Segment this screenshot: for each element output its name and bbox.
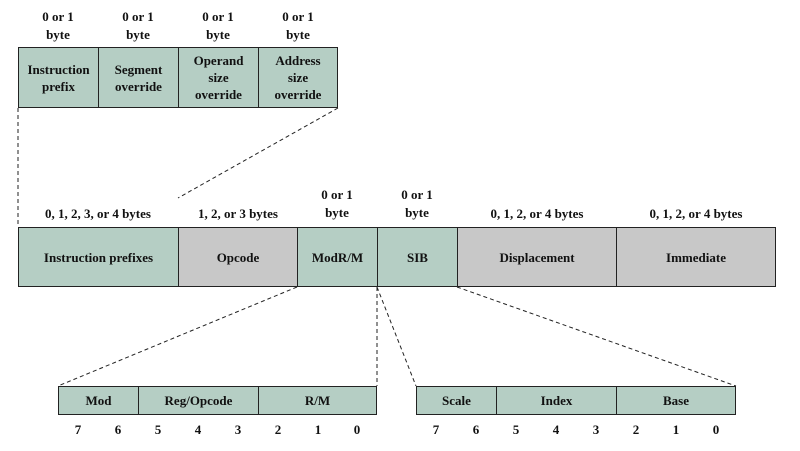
modrm-bit-4: 4 [194,422,202,437]
rm-field-box: R/M [258,386,377,415]
modrm-bit-2: 2 [274,422,282,437]
modrm-bit-3: 3 [234,422,242,437]
displacement-size-label: 0, 1, 2, or 4 bytes [490,206,584,221]
sib-bit-7: 7 [432,422,440,437]
address-size-override-box: Address size override [258,47,338,108]
sib-bit-3: 3 [592,422,600,437]
prefixes-size-label: 0, 1, 2, 3, or 4 bytes [45,206,151,221]
reg-opcode-field-box: Reg/Opcode [138,386,259,415]
prefix-size-label: 0 or 1 byte [42,9,74,42]
modrm-bit-5: 5 [154,422,162,437]
immediate-size-label: 0, 1, 2, or 4 bytes [649,206,743,221]
opcode-size-label: 1, 2, or 3 bytes [198,206,278,221]
segment-override-box: Segment override [98,47,179,108]
base-field-box: Base [616,386,736,415]
sib-bit-6: 6 [472,422,480,437]
sib-size-label: 0 or 1 byte [401,187,433,220]
operand-size-override-box: Operand size override [178,47,259,108]
modrm-box: ModR/M [297,227,378,287]
address-size-label: 0 or 1 byte [282,9,314,42]
immediate-box: Immediate [616,227,776,287]
segment-size-label: 0 or 1 byte [122,9,154,42]
sib-bit-5: 5 [512,422,520,437]
sib-bit-2: 2 [632,422,640,437]
displacement-box: Displacement [457,227,617,287]
sib-bit-0: 0 [712,422,720,437]
sib-bit-4: 4 [552,422,560,437]
sib-bit-1: 1 [672,422,680,437]
modrm-bit-1: 1 [314,422,322,437]
modrm-bit-6: 6 [114,422,122,437]
opcode-box: Opcode [178,227,298,287]
modrm-bit-0: 0 [353,422,361,437]
instruction-prefixes-box: Instruction prefixes [18,227,179,287]
modrm-size-label: 0 or 1 byte [321,187,353,220]
sib-box: SIB [377,227,458,287]
mod-field-box: Mod [58,386,139,415]
index-field-box: Index [496,386,617,415]
operand-size-label: 0 or 1 byte [202,9,234,42]
instruction-prefix-box: Instruction prefix [18,47,99,108]
scale-field-box: Scale [416,386,497,415]
modrm-bit-7: 7 [74,422,82,437]
